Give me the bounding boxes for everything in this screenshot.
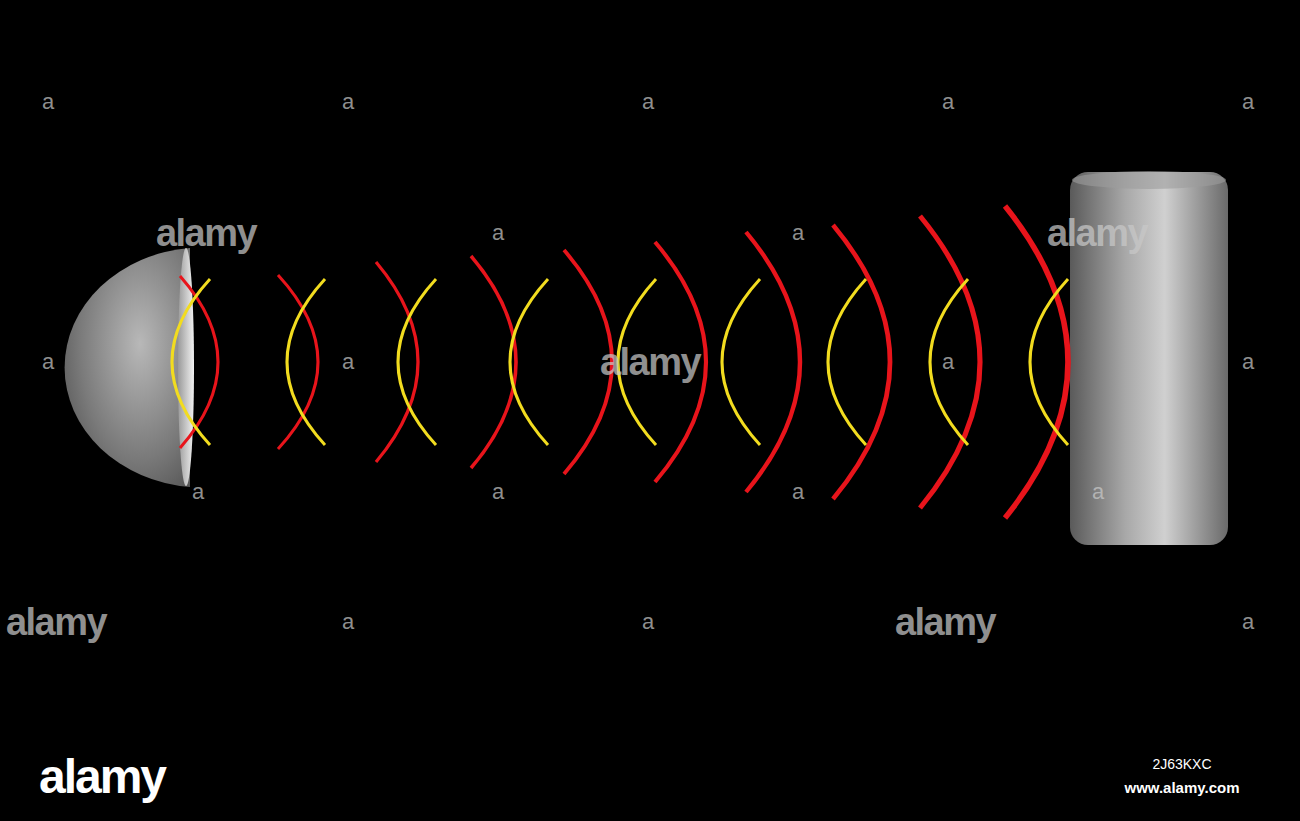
watermark-letter: a <box>792 481 804 503</box>
watermark-logo: alamy <box>39 753 165 801</box>
yellow-wave-arc <box>287 279 325 445</box>
yellow-wave-arc <box>1030 279 1068 445</box>
watermark-letter: a <box>792 222 804 244</box>
red-wave-arc <box>278 275 318 449</box>
image-id: 2J63KXC <box>1152 757 1211 771</box>
red-wave-arc <box>746 232 800 492</box>
yellow-wave-arc <box>722 279 760 445</box>
watermark-letter: a <box>642 611 654 633</box>
watermark-letter: a <box>342 351 354 373</box>
watermark-letter: a <box>492 222 504 244</box>
yellow-wave-arc <box>510 279 548 445</box>
red-wave-arc <box>833 225 890 499</box>
cylinder-top <box>1072 171 1226 189</box>
watermark-letter: a <box>492 481 504 503</box>
yellow-wave-arc <box>398 279 436 445</box>
red-wave-arc <box>920 216 980 508</box>
watermark-letter: a <box>1092 481 1104 503</box>
watermark-letter: a <box>42 91 54 113</box>
watermark-word: alamy <box>6 603 106 641</box>
watermark-letter: a <box>342 91 354 113</box>
watermark-letter: a <box>1242 91 1254 113</box>
watermark-word: alamy <box>600 343 700 381</box>
watermark-letter: a <box>1242 351 1254 373</box>
watermark-letter: a <box>42 351 54 373</box>
watermark-letter: a <box>942 91 954 113</box>
watermark-letter: a <box>642 91 654 113</box>
watermark-word: alamy <box>895 603 995 641</box>
watermark-letter: a <box>1242 611 1254 633</box>
yellow-wave-arc <box>828 279 866 445</box>
source-url: www.alamy.com <box>1124 780 1239 795</box>
watermark-word: alamy <box>1047 214 1147 252</box>
watermark-word: alamy <box>156 214 256 252</box>
watermark-letter: a <box>192 481 204 503</box>
wave-fronts <box>172 206 1068 518</box>
red-wave-arc <box>1005 206 1068 518</box>
watermark-letter: a <box>942 351 954 373</box>
yellow-wave-arc <box>930 279 968 445</box>
red-wave-arc <box>180 276 218 448</box>
watermark-letter: a <box>342 611 354 633</box>
yellow-wave-arc <box>172 279 210 445</box>
